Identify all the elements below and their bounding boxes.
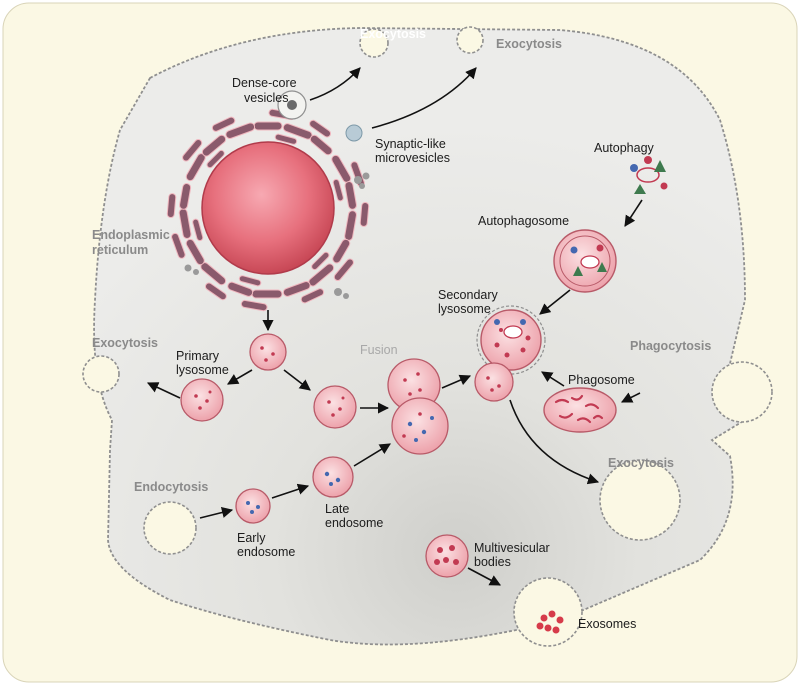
exocytosis-pocket-top-right: [456, 26, 484, 54]
endocytosis-pocket: [143, 501, 197, 555]
label-synaptic-2: microvesicles: [375, 151, 450, 165]
exosome-pocket: [513, 577, 583, 647]
secondary-lysosome: [480, 309, 542, 371]
label-mvb-2: bodies: [474, 555, 511, 569]
label-exocytosis-top-right: Exocytosis: [496, 37, 562, 51]
cell-membrane: [93, 27, 754, 646]
label-late-1: Late: [325, 502, 349, 516]
label-phagocytosis: Phagocytosis: [630, 339, 711, 353]
label-late-2: endosome: [325, 516, 383, 530]
arrow-early-late: [271, 483, 310, 499]
primary-lysosome: [249, 333, 287, 371]
label-exocytosis-left: Exocytosis: [92, 336, 158, 350]
label-early-1: Early: [237, 531, 266, 545]
early-endosome: [235, 488, 271, 524]
label-early-2: endosome: [237, 545, 295, 559]
arrow-lysosome-exocytosis: [146, 382, 181, 399]
label-primary-1: Primary: [176, 349, 220, 363]
autophagy-cargo: [630, 156, 668, 194]
exocytosis-pocket-right: [599, 459, 681, 541]
arrow-fusion-secondary: [441, 374, 472, 389]
arrow-synaptic-exocytosis: [371, 67, 477, 129]
er-vesicles: [184, 172, 370, 299]
arrow-phagosome-secondary: [541, 371, 565, 387]
label-dense-core-1: Dense-core: [232, 76, 297, 90]
lysosome-left: [180, 378, 224, 422]
exocytosis-pocket-left: [82, 355, 120, 393]
arrow-late-fusion: [353, 443, 391, 467]
label-secondary-2: lysosome: [438, 302, 491, 316]
late-endosome: [312, 456, 354, 498]
fusion-endosome: [391, 397, 449, 455]
arrow-primary-center: [283, 369, 311, 391]
label-dense-core-2: vesicles: [244, 91, 288, 105]
label-phagosome: Phagosome: [568, 373, 635, 387]
arrow-dense-core-exocytosis: [309, 67, 361, 101]
arrow-autophagosome-secondary: [539, 289, 571, 315]
label-secondary-1: Secondary: [438, 288, 499, 302]
label-autophagy: Autophagy: [594, 141, 655, 155]
label-synaptic-1: Synaptic-like: [375, 137, 446, 151]
arrow-secondary-exocytosis: [509, 399, 600, 485]
phagosome: [543, 387, 617, 433]
label-fusion: Fusion: [360, 343, 398, 357]
lysosome-fusing: [474, 362, 514, 402]
label-er-2: reticulum: [92, 243, 148, 257]
arrow-phagocytosis-phagosome: [620, 392, 641, 403]
arrow-autophagy-autophagosome: [624, 199, 643, 227]
phagocytosis-pocket: [711, 361, 773, 423]
label-endocytosis: Endocytosis: [134, 480, 208, 494]
arrow-endocytosis-early: [199, 507, 234, 519]
pathway-arrows: [146, 67, 643, 586]
label-exocytosis-right: Exocytosis: [608, 456, 674, 470]
dense-core-icon: [287, 100, 297, 110]
label-exosomes: Exosomes: [578, 617, 636, 631]
label-autophagosome: Autophagosome: [478, 214, 569, 228]
multivesicular-body: [425, 534, 469, 578]
synaptic-like-microvesicle: [345, 124, 363, 142]
arrow-primary-left: [227, 369, 253, 385]
nucleus: [201, 141, 335, 275]
exosomes: [536, 610, 564, 634]
label-mvb-1: Multivesicular: [474, 541, 550, 555]
label-primary-2: lysosome: [176, 363, 229, 377]
label-er-1: Endoplasmic: [92, 228, 170, 242]
exocytosis-pocket-top-left: [359, 28, 389, 58]
label-exocytosis-top-white: Exocytosis: [360, 27, 426, 41]
arrow-mvb-exosome: [467, 567, 501, 586]
lysosome-center: [313, 385, 357, 429]
